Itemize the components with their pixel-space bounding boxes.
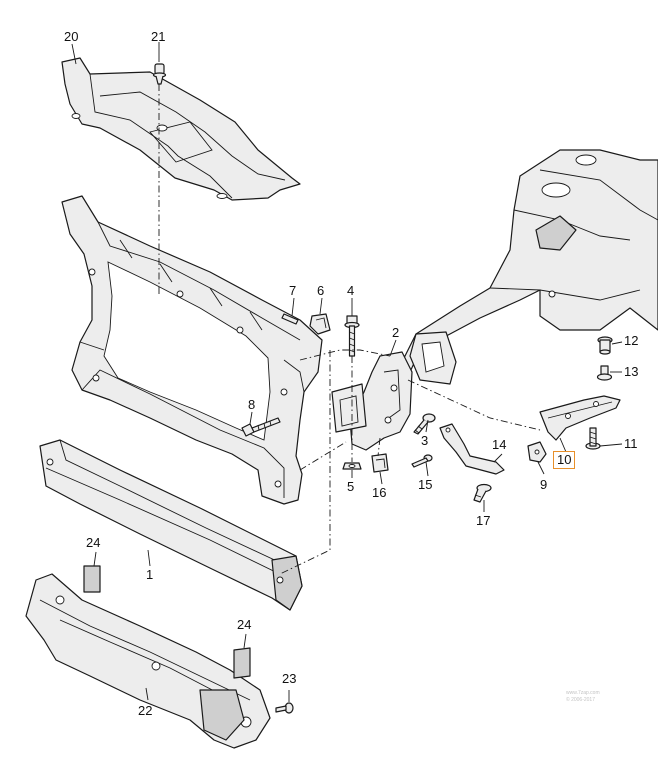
part-11-bolt bbox=[585, 427, 601, 450]
part-9-bracket bbox=[527, 441, 547, 463]
watermark-line-2: © 2006-2017 bbox=[566, 697, 595, 703]
part-7-pin bbox=[281, 313, 299, 325]
part-6-clip bbox=[309, 313, 331, 335]
part-13-bolt bbox=[596, 365, 613, 381]
part-12-rivet-nut bbox=[597, 336, 613, 355]
callout-4[interactable]: 4 bbox=[347, 283, 355, 298]
part-23-clip bbox=[275, 702, 294, 714]
callout-5[interactable]: 5 bbox=[347, 479, 355, 494]
part-3-screw bbox=[413, 413, 436, 435]
callout-14[interactable]: 14 bbox=[492, 437, 507, 452]
callout-12[interactable]: 12 bbox=[624, 333, 639, 348]
callout-21[interactable]: 21 bbox=[151, 29, 166, 44]
part-5-nut bbox=[342, 462, 362, 470]
callout-15[interactable]: 15 bbox=[418, 477, 433, 492]
callout-7[interactable]: 7 bbox=[289, 283, 297, 298]
callout-22[interactable]: 22 bbox=[138, 703, 153, 718]
callout-23[interactable]: 23 bbox=[282, 671, 297, 686]
part-24-pad-lower bbox=[233, 647, 251, 679]
part-20-air-guide-panel bbox=[61, 57, 301, 201]
part-16-clip-nut bbox=[371, 453, 389, 473]
part-15-clip bbox=[411, 454, 433, 468]
part-10-support-bracket bbox=[539, 395, 621, 441]
callout-2[interactable]: 2 bbox=[392, 325, 400, 340]
part-1-cross-member bbox=[39, 439, 303, 611]
callout-10-highlighted[interactable]: 10 bbox=[553, 451, 576, 469]
callout-3[interactable]: 3 bbox=[421, 433, 429, 448]
callout-9[interactable]: 9 bbox=[540, 477, 548, 492]
callout-17[interactable]: 17 bbox=[476, 513, 491, 528]
assembly-lines bbox=[158, 84, 541, 575]
callout-6[interactable]: 6 bbox=[317, 283, 325, 298]
part-14-bracket-strip bbox=[439, 423, 505, 475]
callout-13[interactable]: 13 bbox=[624, 364, 639, 379]
part-21-push-rivet bbox=[152, 63, 167, 85]
callout-16[interactable]: 16 bbox=[372, 485, 387, 500]
part-22-absorber bbox=[25, 573, 271, 749]
callout-20[interactable]: 20 bbox=[64, 29, 79, 44]
part-24-pad-upper bbox=[83, 565, 101, 593]
callout-1[interactable]: 1 bbox=[146, 567, 154, 582]
part-2-mounting-bracket bbox=[331, 351, 413, 451]
callout-24-upper[interactable]: 24 bbox=[86, 535, 101, 550]
watermark-line-1: www.7zap.com bbox=[566, 690, 600, 696]
callout-24-lower[interactable]: 24 bbox=[237, 617, 252, 632]
lock-carrier-frame bbox=[61, 195, 323, 505]
leader-lines bbox=[71, 42, 623, 702]
part-17-screw bbox=[473, 483, 492, 503]
callout-11[interactable]: 11 bbox=[624, 436, 638, 451]
callout-8[interactable]: 8 bbox=[248, 397, 256, 412]
part-8-bolt bbox=[241, 417, 281, 437]
longitudinal-member-body bbox=[401, 149, 658, 385]
